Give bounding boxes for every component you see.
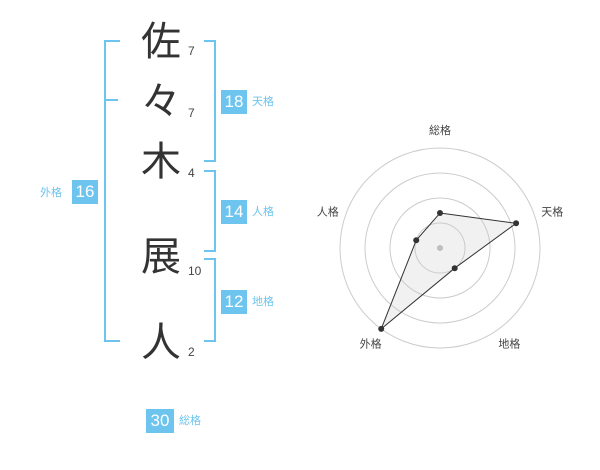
name-char-4: 展: [141, 234, 181, 280]
radar-point-1: [437, 210, 443, 216]
gaikaku-value-badge: 16: [72, 180, 98, 204]
tenkaku-label: 天格: [252, 95, 274, 108]
radar-point-2: [513, 220, 520, 227]
tenkaku-value-badge: 18: [221, 90, 247, 114]
jinkaku-value-badge: 14: [221, 200, 247, 224]
radar-point-3: [451, 265, 458, 272]
jinkaku-label: 人格: [252, 205, 274, 218]
soukaku-label: 総格: [179, 414, 201, 427]
radar-axis-label-1: 総格: [429, 123, 451, 137]
radar-axis-label-2: 天格: [541, 205, 563, 219]
radar-axis-label-5: 人格: [317, 205, 339, 219]
radar-ring-4: [339, 147, 541, 349]
name-char-5: 人: [141, 320, 181, 366]
chikaku-label: 地格: [252, 295, 274, 308]
jinkaku-bracket: [204, 170, 216, 252]
stroke-count-5: 2: [188, 345, 195, 359]
gaikaku-label: 外格: [40, 186, 62, 199]
radar-ring-1: [414, 222, 466, 274]
radar-ring-2: [389, 197, 491, 299]
radar-series-polygon: [380, 212, 518, 330]
tenkaku-bracket: [204, 40, 216, 162]
name-char-2: 々: [141, 79, 181, 125]
radar-ring-3: [364, 172, 516, 324]
stroke-count-1: 7: [188, 44, 195, 58]
soukaku-value-badge: 30: [146, 409, 174, 433]
radar-center-dot: [437, 245, 443, 251]
stroke-count-3: 4: [188, 166, 195, 180]
stroke-count-4: 10: [188, 264, 202, 278]
chikaku-value-badge: 12: [221, 290, 247, 314]
stroke-count-2: 7: [188, 106, 195, 120]
radar-point-4: [378, 325, 385, 332]
name-char-1: 佐: [141, 19, 181, 65]
radar-axis-label-4: 外格: [360, 336, 382, 350]
gaikaku-bracket: [104, 40, 120, 342]
radar-point-5: [413, 237, 420, 244]
chikaku-bracket: [204, 258, 216, 342]
gaikaku-bracket-tick: [104, 99, 118, 101]
radar-axis-label-3: 地格: [498, 336, 520, 350]
name-char-3: 木: [141, 139, 181, 185]
